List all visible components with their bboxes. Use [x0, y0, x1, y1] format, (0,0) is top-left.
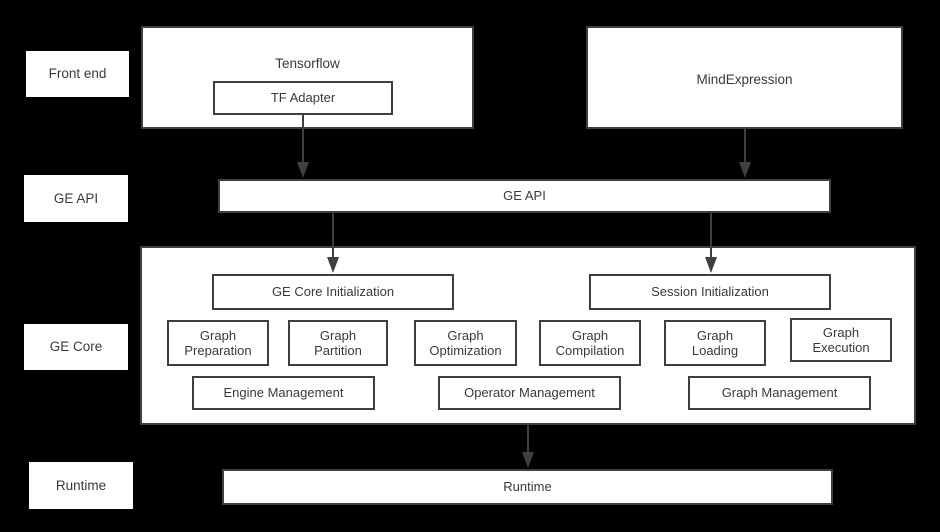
arrow-ge-core-to-runtime [520, 424, 536, 470]
group-mindexpression-title: MindExpression [696, 72, 793, 87]
node-operator-management[interactable]: Operator Management [438, 376, 621, 410]
node-graph-preparation[interactable]: Graph Preparation [167, 320, 269, 366]
bar-runtime[interactable]: Runtime [222, 469, 833, 505]
node-graph-execution[interactable]: Graph Execution [790, 318, 892, 362]
node-graph-optimization[interactable]: Graph Optimization [414, 320, 517, 366]
node-graph-partition[interactable]: Graph Partition [288, 320, 388, 366]
group-tensorflow-title: Tensorflow [275, 56, 340, 71]
node-engine-management[interactable]: Engine Management [192, 376, 375, 410]
arrow-mindexpression-to-ge-api [737, 128, 753, 180]
stage-label-runtime: Runtime [29, 462, 133, 509]
node-graph-loading[interactable]: Graph Loading [664, 320, 766, 366]
bar-ge-api[interactable]: GE API [218, 179, 831, 213]
node-tf-adapter[interactable]: TF Adapter [213, 81, 393, 115]
group-mindexpression: MindExpression [586, 26, 903, 129]
stage-label-ge-core: GE Core [24, 324, 128, 370]
arrow-ge-api-to-session-init [703, 212, 719, 275]
arrow-tf-adapter-to-ge-api [295, 114, 311, 180]
node-session-initialization[interactable]: Session Initialization [589, 274, 831, 310]
stage-label-front-end: Front end [26, 51, 129, 97]
node-graph-compilation[interactable]: Graph Compilation [539, 320, 641, 366]
stage-label-ge-api: GE API [24, 175, 128, 222]
arrow-ge-api-to-ge-core-init [325, 212, 341, 275]
node-ge-core-initialization[interactable]: GE Core Initialization [212, 274, 454, 310]
node-graph-management[interactable]: Graph Management [688, 376, 871, 410]
